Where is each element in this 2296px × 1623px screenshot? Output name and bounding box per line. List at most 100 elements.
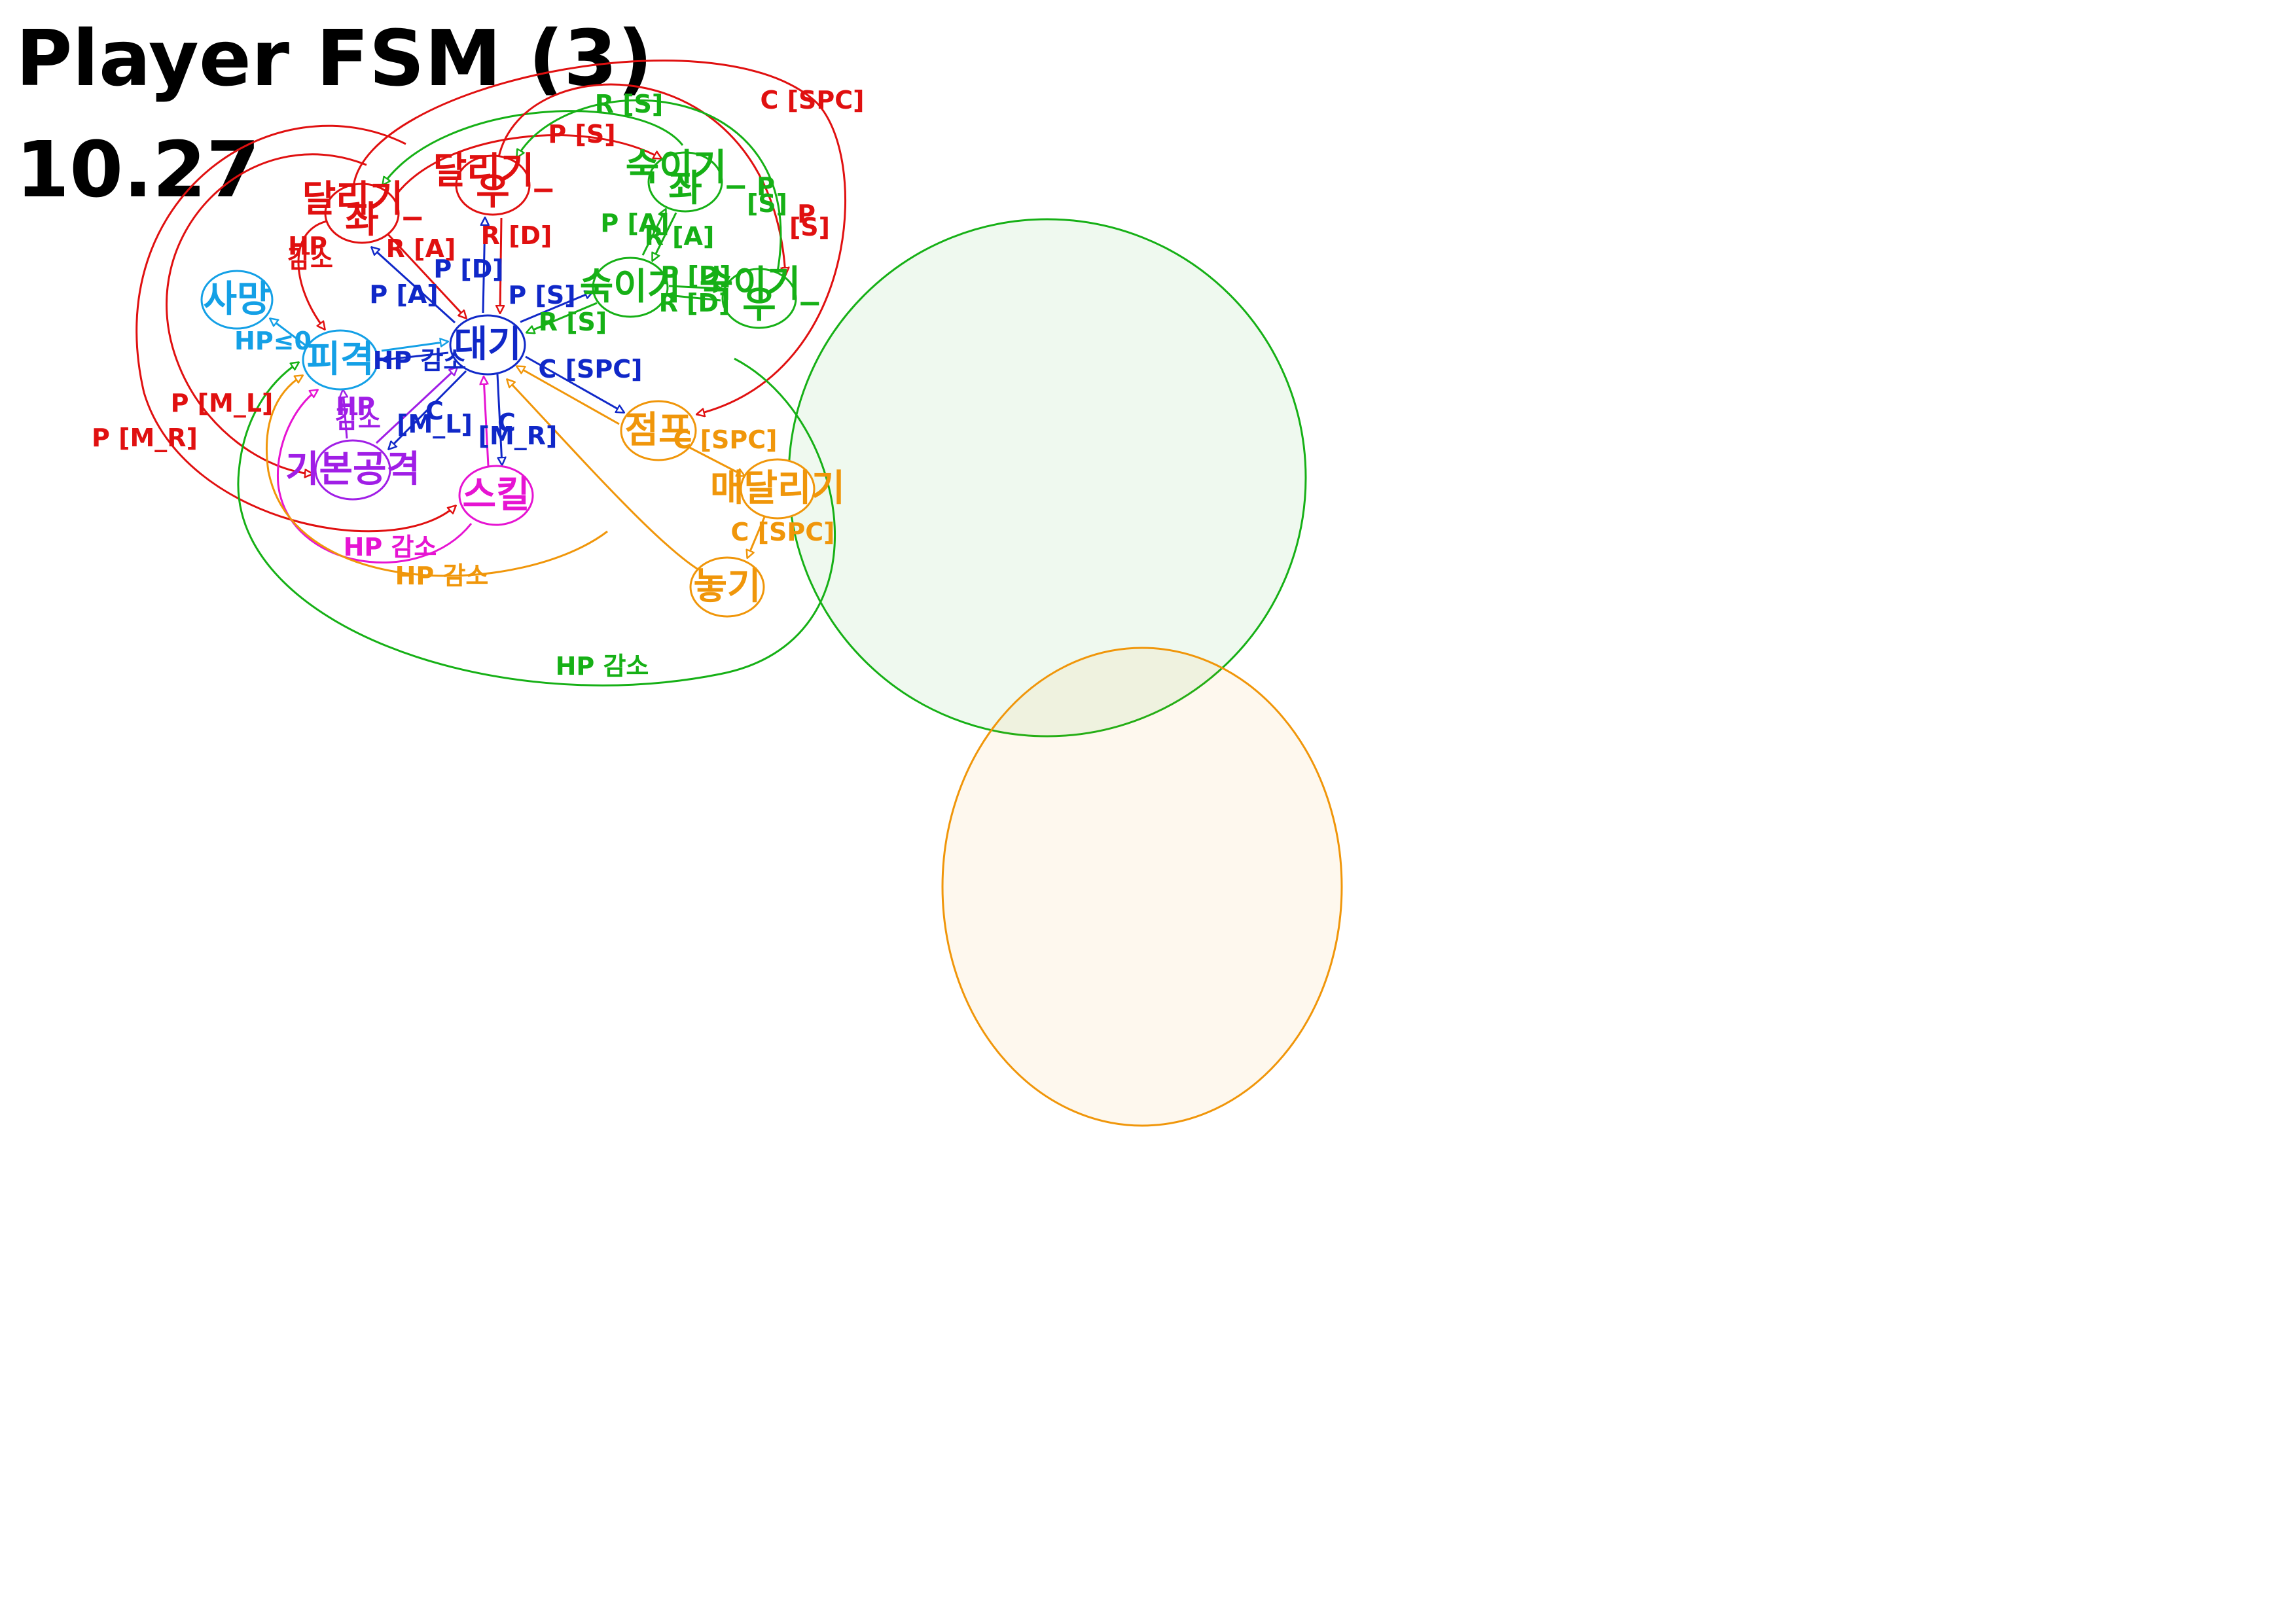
edge-idle-jump <box>525 355 624 412</box>
page-date: 10.27 <box>16 124 260 215</box>
label-cml-idle-attack-1: C <box>425 397 444 425</box>
label-hp-crouch-hit: HP 감소 <box>556 652 649 681</box>
node-hit-label: 피격 <box>306 338 374 381</box>
node-jump <box>620 400 697 461</box>
crouch-group <box>787 218 1307 738</box>
label-hp-attack-hit-1: HP <box>336 392 375 421</box>
label-cmr-idle-skill-2: [M_R] <box>478 421 558 450</box>
node-crouch-right-label-2: 우 <box>742 284 776 327</box>
edge-hit-idle <box>381 342 448 352</box>
node-death-label: 사망 <box>203 278 270 321</box>
edge-crouch-hit <box>237 357 836 687</box>
label-ps-runr-cr-2: [S] <box>747 189 787 218</box>
node-death <box>200 270 274 330</box>
label-hp-death: HP≤0 <box>234 327 312 355</box>
edge-idle-attack <box>389 370 467 449</box>
edge-hang-release <box>747 516 766 558</box>
label-hp-skill-hit: HP 감소 <box>344 533 437 562</box>
label-cspc-hang-release: C [SPC] <box>731 518 835 546</box>
node-crouch-right <box>721 268 797 329</box>
node-crouch-label: 숙이기 <box>580 266 681 308</box>
label-ra-cl-crouch: R [A] <box>645 222 715 251</box>
node-idle <box>449 314 526 376</box>
edge-crouch-left-crouch <box>653 212 677 260</box>
node-run-right <box>455 154 531 216</box>
edge-crouch-idle <box>527 302 598 332</box>
node-run-right-label-1: 달리기_ <box>433 150 553 192</box>
label-rs-cr-runr-1: P <box>797 200 816 228</box>
node-hit <box>302 329 379 391</box>
edge-crouch-crouch-left <box>641 209 666 256</box>
edge-jump-hit <box>266 376 608 577</box>
label-pd-crouch-cr: P [D] <box>660 261 730 290</box>
label-pml-runl-attack: P [M_L] <box>171 389 274 418</box>
node-release-label: 놓기 <box>693 565 761 608</box>
node-release <box>689 556 765 618</box>
edge-crouch-right-run-right <box>517 99 782 272</box>
edge-idle-skill <box>496 374 502 465</box>
edge-jump-hang <box>688 446 744 476</box>
label-ps-runl-cl: P [S] <box>548 120 615 149</box>
node-crouch-left <box>647 151 723 213</box>
label-ps-runr-cr-1: P <box>757 172 775 201</box>
edge-hit-death <box>270 319 308 348</box>
edge-crouch-right-crouch <box>668 295 721 302</box>
edge-run-left-attack <box>166 153 367 474</box>
edge-attack-idle <box>375 368 457 444</box>
node-crouch-right-label-1: 숙이기_ <box>700 263 819 306</box>
edge-run-left-jump <box>352 60 846 414</box>
label-cspc-runl-jump: C [SPC] <box>761 86 865 115</box>
edge-idle-crouch <box>520 292 592 323</box>
label-rs-cr-runr-2: [S] <box>789 213 830 241</box>
node-run-left <box>324 183 400 244</box>
node-jump-label: 점프 <box>624 409 692 452</box>
label-cspc-jump-hang: C [SPC] <box>673 425 778 454</box>
label-rs-cl-runl: R [S] <box>595 90 664 118</box>
jump-group <box>941 647 1343 1127</box>
node-run-left-label-2: 좌 <box>345 199 379 241</box>
label-ra-runl-idle: R [A] <box>386 234 456 263</box>
node-run-right-label-2: 우 <box>476 171 510 213</box>
label-cspc-idle-jump: C [SPC] <box>539 355 643 383</box>
edge-crouch-left-run-left <box>383 110 684 185</box>
edge-run-right-idle <box>500 217 501 313</box>
label-cmr-idle-skill-1: C <box>497 408 516 437</box>
label-pa-crouch-cl: P [A] <box>600 209 669 238</box>
edge-run-left-idle <box>385 231 466 318</box>
page-title: Player FSM (3) <box>16 13 653 103</box>
node-skill-label: 스킬 <box>462 474 529 516</box>
label-pmr-runl-skill: P [M_R] <box>92 423 198 452</box>
node-crouch-left-label-2: 좌 <box>668 168 702 210</box>
node-attack <box>314 439 391 501</box>
node-crouch <box>592 257 669 318</box>
edge-run-right-crouch-right <box>497 83 785 275</box>
label-hp-runl-hit-2: 감소 <box>287 245 333 274</box>
edge-idle-hit <box>382 351 449 360</box>
edge-run-left-crouch-left <box>395 134 661 196</box>
node-idle-label: 대기 <box>454 323 521 366</box>
edge-run-left-skill <box>135 124 456 533</box>
edge-crouch-crouch-right <box>668 286 721 289</box>
edge-attack-hit <box>343 390 347 439</box>
node-hang <box>740 458 816 520</box>
edge-idle-run-right <box>483 218 485 313</box>
label-rd-runr-idle: R [D] <box>481 221 552 250</box>
label-hp-runl-hit-1: HP <box>288 232 327 260</box>
node-attack-label: 기본공격 <box>285 448 420 491</box>
label-pd-idle-runr: P [D] <box>433 255 503 283</box>
node-run-left-label-1: 달리기_ <box>302 178 422 221</box>
label-ps-idle-crouch: P [S] <box>508 281 575 310</box>
edge-jump-idle <box>517 366 620 425</box>
label-hp-idle-hit: HP 감소 <box>373 346 467 375</box>
label-cml-idle-attack-2: [M_L] <box>397 410 473 438</box>
label-hp-jump-hit: HP 감소 <box>395 562 489 590</box>
edge-run-left-hit <box>297 219 337 329</box>
node-skill <box>458 465 534 526</box>
edge-skill-idle <box>484 377 490 467</box>
label-rd-cr-crouch: R [D] <box>659 289 730 317</box>
edge-release-idle <box>507 380 704 574</box>
label-pa-idle-runl: P [A] <box>369 280 438 309</box>
label-rs-crouch-idle: R [S] <box>539 308 607 336</box>
label-hp-attack-hit-2: 감소 <box>335 405 381 434</box>
